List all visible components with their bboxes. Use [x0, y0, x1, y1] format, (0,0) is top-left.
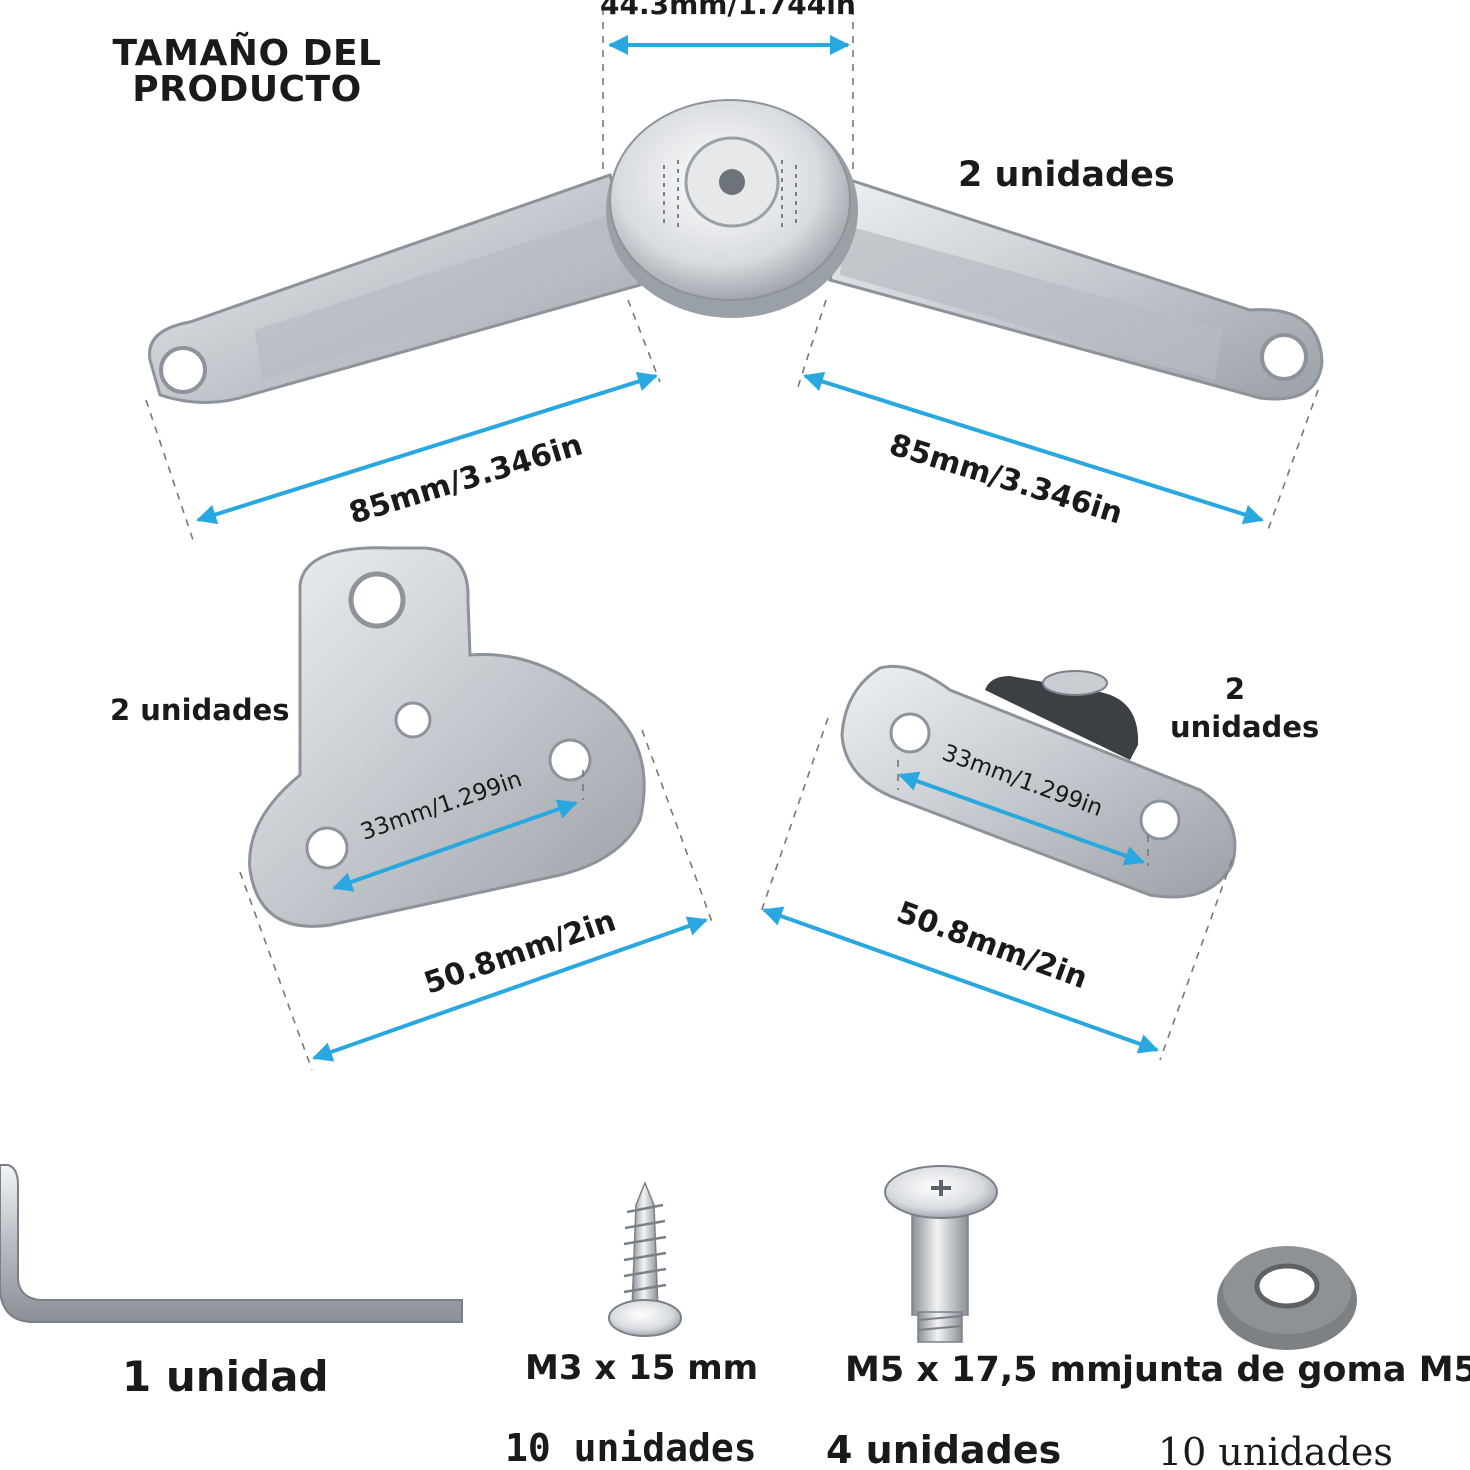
gasket-spec: junta de goma M5: [1122, 1350, 1470, 1390]
pivot-width-label: 44.3mm/1.744in: [600, 0, 856, 21]
arrow-oval-bracket-holes: [898, 771, 1145, 866]
stay-arm-extension-lines: [145, 8, 1319, 541]
arrow-t-bracket-holes: [332, 799, 578, 892]
oval-bracket-quantity: 2 unidades: [1170, 670, 1320, 746]
dimension-arrows: [196, 35, 1264, 1062]
rubber-gasket: [1217, 1246, 1357, 1350]
stay-arm: [148, 99, 1324, 404]
t-bracket-quantity: 2 unidades: [110, 693, 290, 727]
stay-arm-quantity: 2 unidades: [958, 155, 1175, 195]
arrow-t-bracket-width: [312, 916, 708, 1062]
arrow-left-arm: [196, 371, 658, 525]
title-line-1: TAMAÑO DEL: [112, 33, 382, 74]
gasket-quantity: 10 unidades: [1158, 1430, 1393, 1470]
page-title: TAMAÑO DEL PRODUCTO: [108, 36, 386, 108]
t-bracket: [248, 546, 646, 928]
bolt-quantity: 4 unidades: [826, 1428, 1062, 1470]
bracket-extension-lines: [239, 717, 1233, 1071]
hex-key-quantity: 1 unidad: [122, 1352, 329, 1401]
oval-bracket-quantity-number: 2: [1224, 672, 1246, 706]
arrow-oval-bracket-width: [762, 906, 1159, 1054]
bolt-spec: M5 x 17,5 mm: [845, 1350, 1123, 1390]
title-line-2: PRODUCTO: [132, 69, 362, 110]
self-tapping-screw: [608, 1181, 682, 1337]
shoulder-bolt: [884, 1165, 998, 1343]
screw-spec: M3 x 15 mm: [525, 1348, 759, 1388]
oval-bracket-quantity-unit: unidades: [1170, 710, 1320, 744]
hex-key: [0, 1164, 463, 1323]
screw-quantity: 10 unidades: [505, 1426, 757, 1470]
arrow-right-arm: [803, 371, 1264, 525]
